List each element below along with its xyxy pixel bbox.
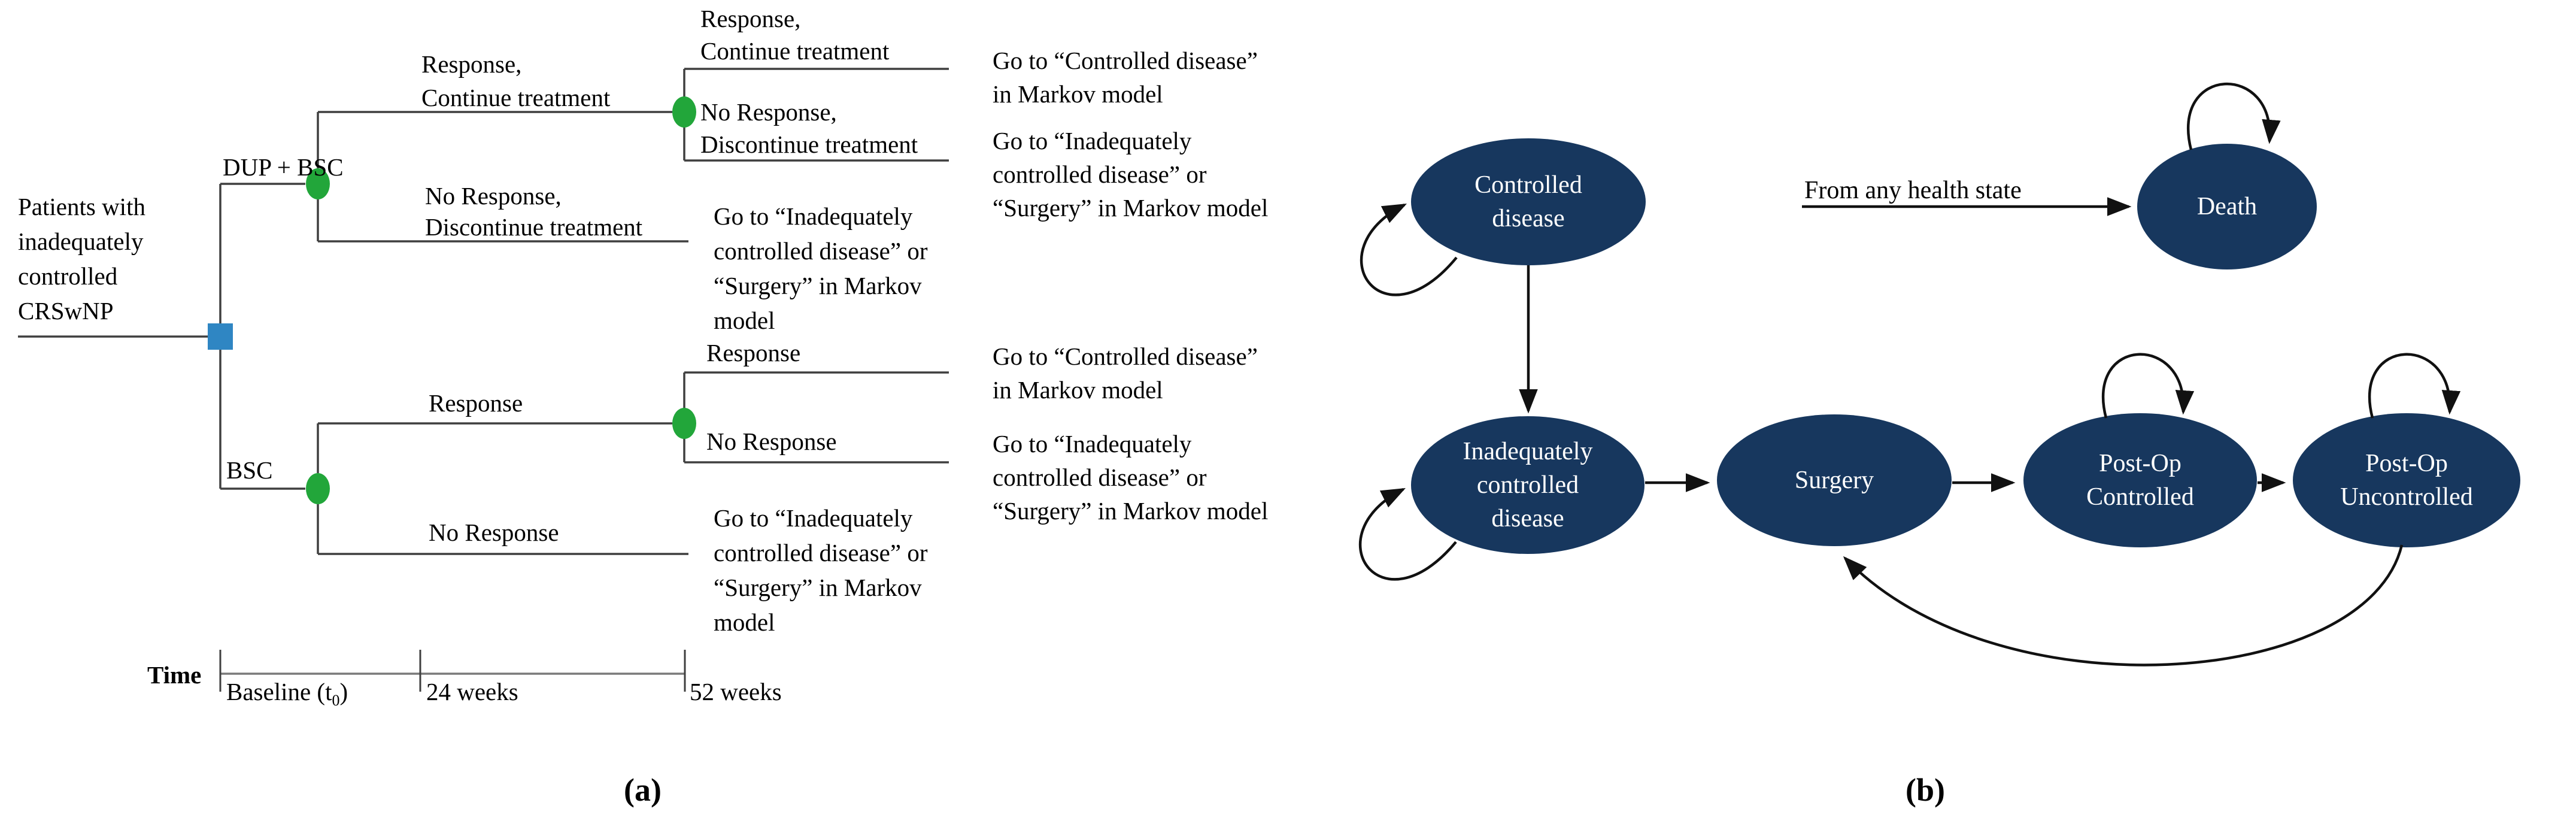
l2b-noresponse-label: No Response	[706, 428, 837, 455]
panel-a-caption: (a)	[624, 772, 662, 808]
state-label-line: Inadequately	[1463, 438, 1593, 465]
state-postop-controlled-label: Post-Op Controlled	[2086, 447, 2194, 514]
outcome-controlled-line: in Markov model	[993, 376, 1163, 404]
l1-noresponse-line: Discontinue treatment	[425, 213, 643, 241]
dup-response-line	[317, 111, 672, 168]
outcome-controlled-line: in Markov model	[993, 80, 1163, 108]
outcome-inadequate-line: “Surgery” in Markov model	[993, 194, 1269, 222]
from-any-health-state-label: From any health state	[1804, 177, 2022, 204]
outcome-controlled-line: Go to “Controlled disease”	[993, 47, 1258, 74]
root-label-line: controlled	[18, 262, 118, 290]
state-label-line: disease	[1492, 205, 1565, 232]
self-loop-controlled	[1360, 203, 1458, 296]
outcome-inadequate-line: controlled disease” or	[714, 237, 928, 265]
time-tick-52-weeks: 52 weeks	[690, 678, 782, 705]
outcome-inadequate-line: Go to “Inadequately	[993, 430, 1192, 458]
outcome-inadequate-line: controlled disease” or	[993, 464, 1207, 491]
outcome-controlled-line: Go to “Controlled disease”	[993, 343, 1258, 370]
state-label-line: Controlled	[1474, 171, 1582, 199]
state-postop-uncontrolled-label: Post-Op Uncontrolled	[2340, 447, 2473, 514]
state-label-line: Post-Op	[2365, 450, 2448, 477]
self-loop-postop-controlled	[2101, 353, 2195, 419]
state-postop-uncontrolled	[2293, 413, 2520, 547]
outcome-inadequate-line: Go to “Inadequately	[714, 504, 913, 532]
self-loop-inadequate	[1358, 487, 1457, 581]
state-surgery	[1717, 414, 1952, 546]
baseline-text-close: )	[339, 678, 348, 705]
l2-response-line: Continue treatment	[700, 37, 890, 65]
l1-response-line: Continue treatment	[421, 84, 611, 111]
decision-node	[208, 323, 233, 350]
state-label-line: controlled	[1476, 471, 1579, 499]
time-axis	[219, 650, 686, 692]
trunk-down-line	[219, 350, 305, 490]
outcome-inadequate-line: “Surgery” in Markov model	[993, 497, 1269, 525]
arrow-postop-uncontrolled-to-surgery	[1843, 544, 2404, 667]
state-death	[2137, 144, 2317, 269]
arm-dup-bsc-label: DUP + BSC	[223, 153, 344, 181]
bsc-response-line	[317, 422, 672, 473]
l2-noresponse-line: No Response,	[700, 98, 837, 126]
baseline-text: Baseline (t	[226, 678, 332, 705]
outcome-inadequate-line: “Surgery” in Markov	[714, 272, 922, 299]
arm-bsc-label: BSC	[226, 456, 273, 484]
state-label-line: Surgery	[1794, 467, 1874, 494]
state-surgery-label: Surgery	[1795, 464, 1874, 497]
self-loop-death	[2186, 83, 2281, 150]
outcome-inadequate-line: model	[714, 608, 775, 636]
outcome-inadequate-line: Go to “Inadequately	[714, 202, 913, 230]
state-postop-controlled	[2023, 413, 2257, 547]
outcome-inadequate-line: model	[714, 307, 775, 334]
time-axis-ticks	[219, 650, 686, 692]
root-label-line: inadequately	[18, 228, 144, 255]
outcome-inadequate-line: Go to “Inadequately	[993, 127, 1192, 155]
root-label-line: CRSwNP	[18, 297, 114, 325]
state-controlled-disease-label: Controlled disease	[1474, 168, 1582, 235]
state-label-line: Death	[2196, 193, 2258, 220]
outcome-inadequate-line: controlled disease” or	[714, 539, 928, 567]
trunk-up-line	[219, 183, 305, 323]
time-tick-baseline: Baseline (t0)	[226, 678, 348, 710]
l1-noresponse-line: No Response,	[425, 182, 562, 210]
state-death-label: Death	[2197, 190, 2257, 223]
time-axis-title: Time	[147, 661, 202, 689]
l2-noresponse-line: Discontinue treatment	[700, 131, 918, 158]
bsc-noresponse-line	[317, 504, 688, 555]
baseline-subscript: 0	[332, 692, 340, 710]
panel-b-caption: (b)	[1906, 772, 1945, 808]
state-label-line: Controlled	[2086, 483, 2194, 511]
markov-states	[1411, 138, 2520, 554]
l1b-noresponse-label: No Response	[429, 519, 559, 546]
state-controlled-disease	[1411, 138, 1646, 265]
state-inadequately-controlled-label: Inadequately controlled disease	[1463, 435, 1593, 535]
state-inadequately-controlled	[1411, 416, 1644, 554]
l2-response-line: Response,	[700, 5, 801, 32]
self-loop-postop-uncontrolled	[2368, 353, 2461, 419]
state-label-line: Uncontrolled	[2340, 483, 2473, 511]
time-tick-24-weeks: 24 weeks	[426, 678, 518, 705]
state-label-line: disease	[1491, 505, 1564, 532]
l1b-response-label: Response	[429, 389, 523, 417]
outcome-inadequate-line: “Surgery” in Markov	[714, 574, 922, 601]
root-label-line: Patients with	[18, 193, 145, 220]
dup-noresponse-line	[317, 199, 688, 243]
chance-node-dup	[306, 168, 330, 199]
chance-node-dup-response	[672, 96, 696, 128]
chance-node-bsc-response	[672, 408, 696, 439]
chance-node-bsc	[306, 473, 330, 504]
outcome-inadequate-line: controlled disease” or	[993, 160, 1207, 188]
state-label-line: Post-Op	[2099, 450, 2181, 477]
l2b-response-label: Response	[706, 339, 801, 366]
markov-arrows	[1358, 83, 2461, 667]
l1-response-line: Response,	[421, 50, 522, 78]
